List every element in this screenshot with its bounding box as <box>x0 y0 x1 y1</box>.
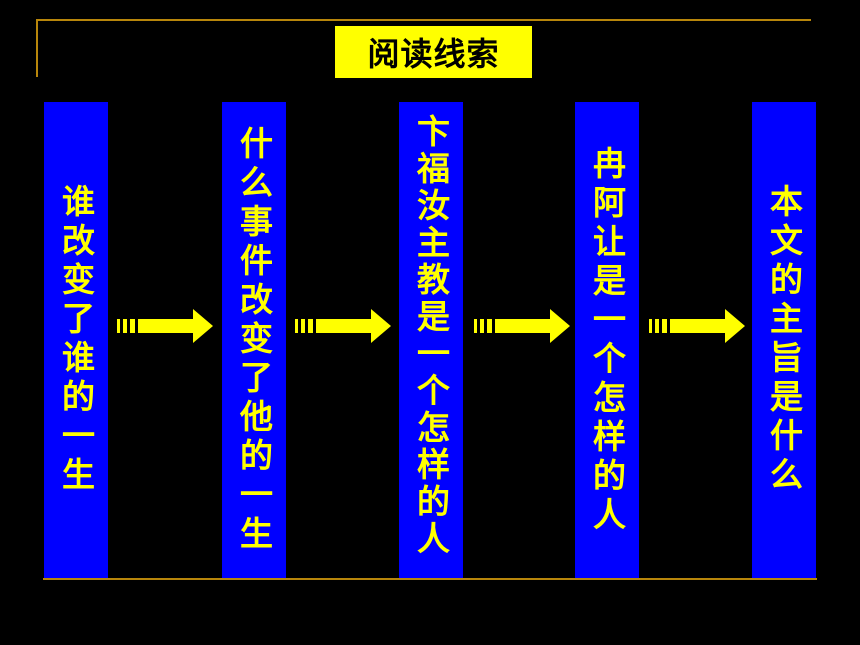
step-text-1: 谁改变了谁的一生 <box>56 184 96 496</box>
arrow-right-icon <box>474 309 570 343</box>
step-box-4: 冉阿让是一个怎样的人 <box>575 102 639 578</box>
left-rule <box>36 19 38 77</box>
step-text-5: 本文的主旨是什么 <box>764 184 804 496</box>
step-text-2: 什么事件改变了他的一生 <box>234 125 274 555</box>
arrow-right-icon <box>649 309 745 343</box>
bottom-rule <box>43 578 817 580</box>
arrow-right-icon <box>295 309 391 343</box>
step-text-4: 冉阿让是一个怎样的人 <box>587 146 627 536</box>
step-text-3: 卞福汝主教是一个怎样的人 <box>411 114 451 558</box>
step-box-3: 卞福汝主教是一个怎样的人 <box>399 102 463 578</box>
step-box-5: 本文的主旨是什么 <box>752 102 816 578</box>
top-rule <box>36 19 811 21</box>
page-title: 阅读线索 <box>335 26 532 78</box>
arrow-right-icon <box>117 309 213 343</box>
step-box-1: 谁改变了谁的一生 <box>44 102 108 578</box>
step-box-2: 什么事件改变了他的一生 <box>222 102 286 578</box>
